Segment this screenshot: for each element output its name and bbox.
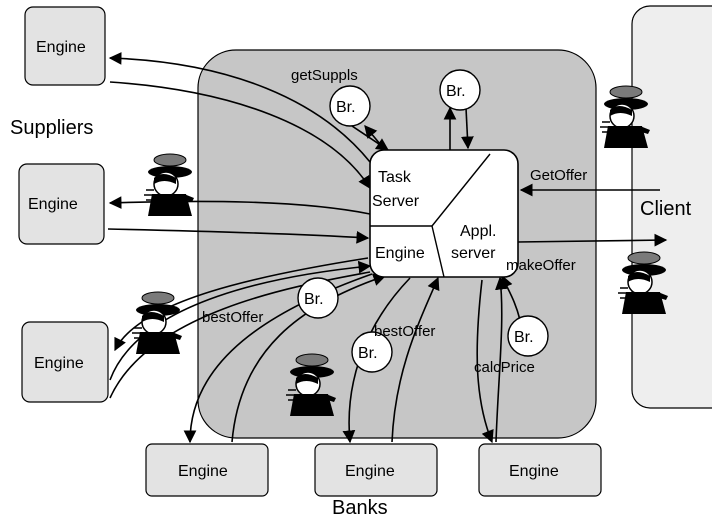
edge-label-bestoffer: bestOffer (202, 309, 263, 326)
engine-label: Engine (28, 196, 78, 213)
broker-label: Br. (446, 83, 466, 100)
task-server-label: Server (372, 193, 420, 210)
agent-icon (143, 153, 195, 217)
engine-label: Engine (178, 463, 228, 480)
broker-node: Br. (507, 315, 549, 357)
engine-label: Engine (34, 355, 84, 372)
broker-label: Br. (336, 99, 356, 116)
appl-server-label: Appl. (460, 223, 496, 240)
engine-bank-mid: Engine (314, 443, 438, 497)
engine-label: Engine (345, 463, 395, 480)
broker-node: Br. (329, 85, 371, 127)
broker-node: Br. (439, 69, 481, 111)
engine-supplier-top: Engine (24, 6, 106, 86)
edge-label-makeoffer: makeOffer (506, 257, 576, 274)
banks-label: Banks (332, 497, 388, 519)
broker-node: Br. (351, 331, 393, 373)
edge-label-getsuppls: getSuppls (291, 67, 358, 84)
broker-label: Br. (514, 329, 534, 346)
task-server-label: Task (378, 169, 412, 186)
engine-bank-left: Engine (145, 443, 269, 497)
client-label: Client (640, 198, 692, 220)
broker-label: Br. (304, 291, 324, 308)
edge-label-calcprice: calcPrice (474, 359, 535, 376)
engine-supplier-low: Engine (21, 321, 109, 403)
broker-node: Br. (297, 277, 339, 319)
server-box: Task Server Engine Appl. server (369, 149, 519, 278)
server-engine-label: Engine (375, 245, 425, 262)
broker-label: Br. (358, 345, 378, 362)
engine-label: Engine (509, 463, 559, 480)
appl-server-label: server (451, 245, 496, 262)
edge-label-getoffer: GetOffer (530, 167, 587, 184)
engine-supplier-mid: Engine (18, 163, 105, 245)
edge-label-bestoffer: bestOffer (374, 323, 435, 340)
engine-label: Engine (36, 39, 86, 56)
engine-bank-right: Engine (478, 443, 602, 497)
suppliers-label: Suppliers (10, 117, 93, 139)
